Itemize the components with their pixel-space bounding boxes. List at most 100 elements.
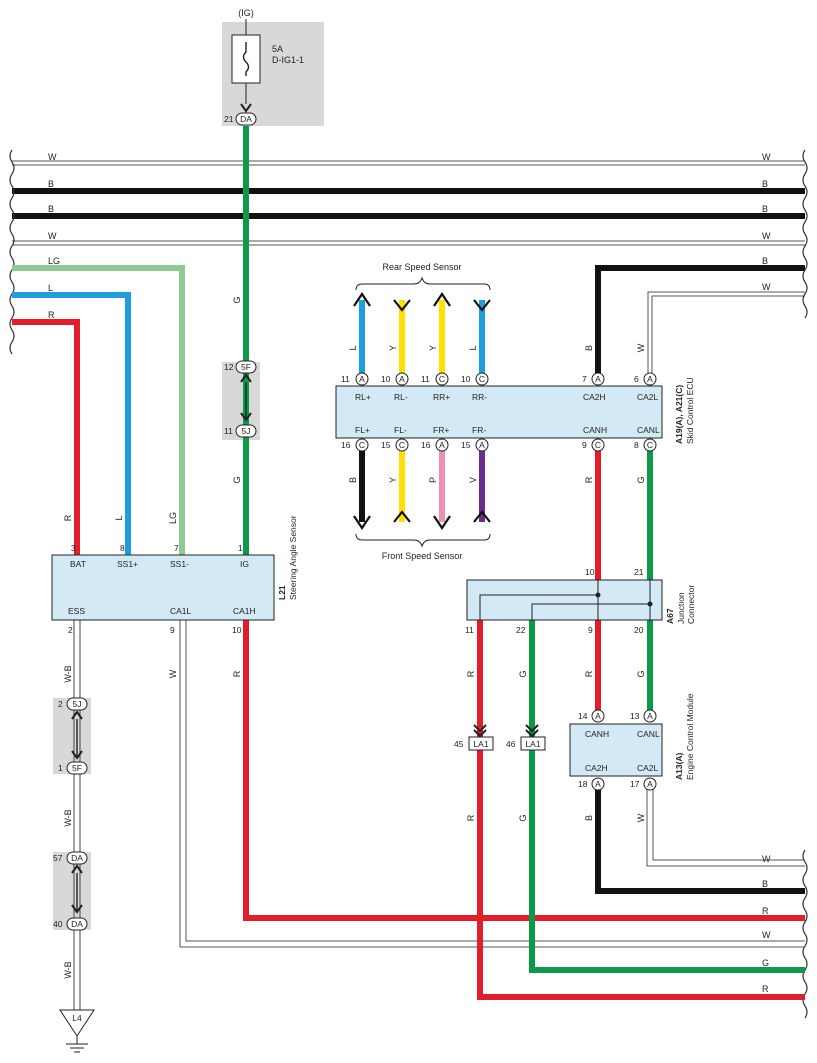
svg-text:CANL: CANL	[637, 425, 660, 435]
svg-text:46: 46	[506, 739, 516, 749]
shaded-regions	[53, 22, 324, 930]
svg-text:W: W	[48, 152, 57, 162]
svg-text:A: A	[399, 374, 405, 384]
svg-text:C: C	[595, 440, 601, 450]
ca1l-wire	[179, 620, 805, 948]
svg-text:IG: IG	[240, 559, 249, 569]
svg-text:45: 45	[454, 739, 464, 749]
svg-text:R: R	[466, 814, 476, 821]
left-wires	[12, 265, 185, 555]
svg-text:A: A	[647, 374, 653, 384]
svg-text:P: P	[428, 477, 438, 483]
svg-text:DA: DA	[71, 853, 83, 863]
svg-text:V: V	[468, 477, 478, 483]
svg-text:FR+: FR+	[433, 425, 449, 435]
svg-text:W: W	[636, 813, 646, 822]
svg-text:W: W	[168, 669, 178, 678]
fuse-name: D-IG1-1	[272, 55, 304, 65]
svg-text:B: B	[762, 204, 768, 214]
svg-text:L: L	[48, 283, 53, 293]
svg-text:CA2H: CA2H	[583, 392, 606, 402]
svg-text:CA2L: CA2L	[637, 763, 659, 773]
svg-text:W: W	[762, 282, 771, 292]
svg-text:5F: 5F	[241, 362, 251, 372]
svg-text:W: W	[762, 231, 771, 241]
svg-text:9: 9	[588, 625, 593, 635]
svg-text:11: 11	[341, 374, 350, 384]
svg-text:CA1L: CA1L	[170, 606, 192, 616]
svg-text:10: 10	[461, 374, 471, 384]
sensor-arrows	[353, 292, 491, 530]
svg-text:C: C	[647, 440, 653, 450]
svg-text:2: 2	[68, 625, 73, 635]
svg-text:18: 18	[578, 779, 588, 789]
svg-text:10: 10	[381, 374, 391, 384]
svg-text:16: 16	[341, 440, 351, 450]
svg-text:BAT: BAT	[70, 559, 86, 569]
svg-text:A: A	[595, 779, 601, 789]
svg-text:RR-: RR-	[472, 392, 487, 402]
svg-text:40: 40	[53, 919, 63, 929]
svg-text:5F: 5F	[72, 763, 82, 773]
svg-text:CANH: CANH	[583, 425, 607, 435]
svg-text:Engine Control Module: Engine Control Module	[685, 693, 695, 780]
svg-text:L: L	[348, 345, 358, 350]
svg-text:B: B	[584, 815, 594, 821]
svg-text:15: 15	[381, 440, 391, 450]
svg-text:B: B	[762, 256, 768, 266]
svg-text:G: G	[518, 670, 528, 677]
svg-text:CA2H: CA2H	[585, 763, 608, 773]
svg-text:CANH: CANH	[585, 729, 609, 739]
svg-text:G: G	[232, 296, 242, 303]
svg-text:A13(A): A13(A)	[674, 752, 684, 780]
ca1h-wire	[243, 620, 805, 921]
svg-text:R: R	[63, 514, 73, 521]
svg-text:L: L	[468, 345, 478, 350]
svg-text:8: 8	[120, 543, 125, 553]
svg-text:B: B	[48, 204, 54, 214]
svg-text:13: 13	[630, 711, 640, 721]
svg-text:A67: A67	[665, 608, 675, 624]
svg-text:CA1H: CA1H	[233, 606, 256, 616]
right-break-marks	[802, 149, 808, 1019]
ground-wire	[73, 620, 81, 1010]
svg-text:Connector: Connector	[686, 585, 696, 624]
svg-text:A19(A), A21(C): A19(A), A21(C)	[674, 385, 684, 444]
svg-text:B: B	[762, 179, 768, 189]
svg-text:W: W	[636, 343, 646, 352]
svg-text:16: 16	[421, 440, 431, 450]
ig-label: (IG)	[238, 8, 254, 18]
svg-text:20: 20	[634, 625, 644, 635]
svg-text:C: C	[439, 374, 445, 384]
svg-text:LA1: LA1	[473, 739, 488, 749]
svg-text:R: R	[762, 906, 769, 916]
svg-text:7: 7	[174, 543, 179, 553]
svg-text:5J: 5J	[73, 699, 82, 709]
svg-text:A: A	[359, 374, 365, 384]
svg-text:SS1+: SS1+	[117, 559, 138, 569]
svg-text:L4: L4	[72, 1013, 82, 1023]
svg-text:L: L	[114, 515, 124, 520]
svg-text:R: R	[48, 310, 55, 320]
svg-text:Y: Y	[388, 345, 398, 351]
svg-text:Skid Control ECU: Skid Control ECU	[685, 377, 695, 444]
svg-text:C: C	[399, 440, 405, 450]
svg-text:W: W	[762, 152, 771, 162]
svg-text:Y: Y	[428, 345, 438, 351]
svg-text:Steering Angle Sensor: Steering Angle Sensor	[288, 515, 298, 600]
svg-text:2: 2	[58, 699, 63, 709]
svg-text:57: 57	[53, 853, 63, 863]
svg-text:R: R	[584, 670, 594, 677]
svg-text:3: 3	[71, 543, 76, 553]
svg-text:RR+: RR+	[433, 392, 450, 402]
svg-text:A: A	[439, 440, 445, 450]
svg-text:ESS: ESS	[68, 606, 85, 616]
svg-text:1: 1	[58, 763, 63, 773]
svg-text:10: 10	[585, 567, 595, 577]
wire-color-labels: G G R L LG W-B W-B W-B W R L Y Y L B Y P…	[63, 296, 646, 978]
svg-text:CA2L: CA2L	[637, 392, 659, 402]
bus-wires	[12, 160, 805, 374]
svg-text:RL+: RL+	[355, 392, 371, 402]
svg-text:LG: LG	[168, 512, 178, 524]
svg-text:Junction: Junction	[676, 592, 686, 624]
